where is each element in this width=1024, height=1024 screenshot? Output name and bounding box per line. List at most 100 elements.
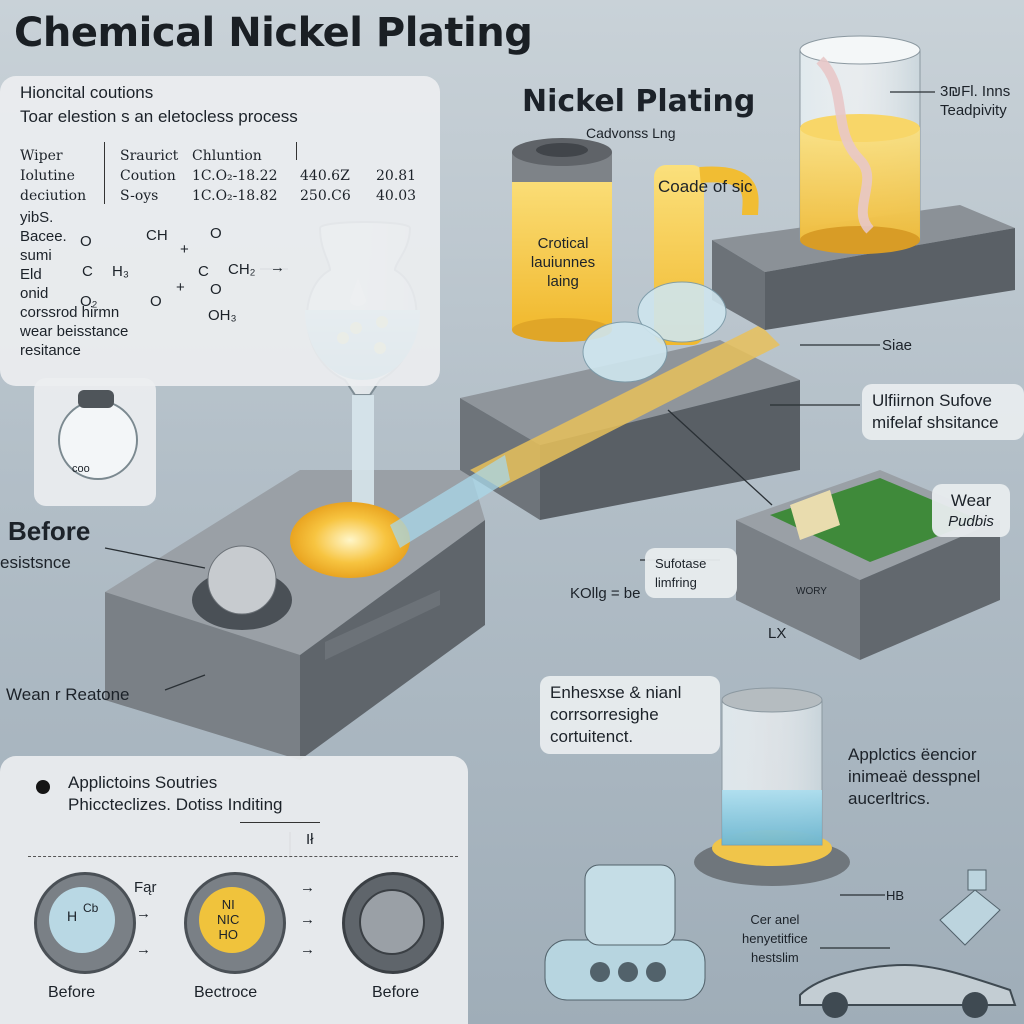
table-cell: 250.C6	[300, 188, 351, 204]
step2-glyph: HO	[218, 927, 238, 942]
enhance-callout: Enhesxse & nianl corrsorresighe cortuite…	[540, 676, 720, 754]
car-note: Cer anel henyetitfice hestslim	[742, 910, 808, 967]
pipe-label: Coade of sic	[658, 177, 753, 196]
apps-divider	[28, 856, 458, 857]
side-label: onid	[20, 285, 49, 302]
surface-line: limfring	[655, 575, 697, 590]
step2-glyph: NI	[221, 897, 235, 912]
plating-spot	[192, 455, 510, 630]
side-label: wear beisstance	[20, 323, 129, 340]
uniform-callout: Ulfiirnon Sufove mifelaf shsitance	[862, 384, 1024, 440]
apps-right-line: inimeaë desspnel	[848, 767, 981, 786]
hb-label: HB	[886, 888, 905, 903]
chem-glyph: C	[198, 263, 209, 280]
car-note-line: Cer anel	[750, 912, 800, 927]
center-subheading: Cadvonss Lng	[586, 125, 676, 141]
wear-line: Pudbis	[948, 513, 994, 530]
table-cell: 20.81	[376, 168, 417, 184]
enhance-line: cortuitenct.	[550, 727, 634, 746]
arrow-right-icon: →	[136, 941, 151, 958]
apps-right-line: aucerltrics.	[848, 789, 931, 808]
drum-label-line: lauiunnes	[530, 254, 596, 271]
side-label: Bacee.	[20, 228, 67, 245]
step2-fill	[199, 887, 265, 953]
step1-glyph: Cb	[83, 901, 99, 915]
pcb-text: WORY	[796, 586, 827, 597]
step3-fill	[359, 889, 425, 955]
uniform-line: Ulfiirnon Sufove	[872, 391, 993, 410]
table-cell: Coution	[120, 168, 176, 184]
apps-line-1: Applictoins Soutries	[68, 773, 218, 792]
machine	[544, 864, 706, 1001]
sample-text: coo	[72, 463, 90, 475]
side-label: sumi	[20, 247, 52, 264]
step1-fill	[49, 887, 115, 953]
small-blue-beaker	[694, 687, 850, 886]
arrow-right-icon: →	[300, 911, 315, 928]
tank-note: 3₪Fl. Inns Teadpivity	[940, 82, 1010, 120]
enhance-line: Enhesxse & nianl	[550, 683, 682, 702]
step2-ring-icon: NI NIC HO	[184, 872, 286, 974]
uniform-line: mifelaf shsitance	[872, 413, 999, 432]
chem-glyph: O	[80, 233, 92, 250]
step-caption: Bectroce	[194, 984, 258, 1001]
side-labels: yibS. Bacee. sumi Eld onid corssrod hirm…	[20, 208, 128, 360]
table-cell: S-oys	[120, 188, 159, 204]
sample-bubble: coo	[34, 378, 156, 506]
center-heading: Nickel Plating	[522, 84, 756, 119]
surface-callout: Sufotase limfring	[645, 548, 737, 598]
side-label: Eld	[20, 266, 42, 283]
table-cell: Iolutine	[20, 168, 75, 184]
chem-glyph: H₃	[112, 263, 129, 280]
chem-glyph: CH₂	[228, 261, 256, 278]
wear-callout: Wear Pudbis	[932, 484, 1010, 537]
before-sub-label: esistsnce	[0, 553, 71, 572]
sample-cap-icon	[78, 390, 114, 408]
step1-ring-icon: H Cb	[34, 872, 136, 974]
drum-label-line: laing	[547, 273, 579, 290]
table-divider	[104, 142, 105, 204]
arrow-right-icon: →	[300, 879, 315, 896]
table-divider	[296, 142, 297, 160]
car-outline	[799, 963, 1017, 1018]
apps-right: Applctics ëencior inimeaë desspnel aucer…	[848, 744, 980, 810]
apps-right-line: Applctics ëencior	[848, 745, 977, 764]
table-cell: Sraurict	[120, 148, 179, 164]
step3-ring-icon	[342, 872, 444, 974]
kollg-label: KOllg = be	[570, 585, 641, 602]
lx-label: LX	[768, 625, 787, 642]
info-panel	[0, 76, 440, 386]
before-label: Before	[8, 516, 91, 546]
info-table: Wiper Sraurict Chluntion Iolutine Coutio…	[20, 142, 440, 208]
chem-glyph: CH	[146, 227, 168, 244]
sample-flask-icon	[58, 400, 138, 480]
chem-glyph: C	[82, 263, 93, 280]
drum-label-line: Crotical	[537, 235, 589, 252]
step2-glyphs: NI NIC HO	[217, 897, 239, 942]
enhance-line: corrsorresighe	[550, 705, 659, 724]
chem-glyph: O₂	[80, 293, 98, 310]
car-note-line: hestslim	[751, 950, 799, 965]
info-line-2: Toar elestion s an eletocless process	[20, 107, 298, 126]
surface-line: Sufotase	[655, 556, 707, 571]
page-title: Chemical Nickel Plating	[14, 10, 533, 56]
table-cell: 40.03	[376, 188, 417, 204]
table-cell: Chluntion	[192, 148, 262, 164]
tank-note-line: 3₪Fl. Inns	[940, 83, 1011, 100]
tank-note-line: Teadpivity	[940, 102, 1007, 119]
car-note-line: henyetitfice	[742, 931, 808, 946]
step2-glyph: NIC	[217, 912, 240, 927]
arrow-right-icon: →	[136, 905, 151, 922]
big-glass-tank	[799, 35, 921, 254]
arrow-right-icon: →	[300, 941, 315, 958]
table-cell: deciution	[20, 188, 87, 204]
info-line-1: Hioncital coutions	[20, 83, 154, 102]
table-cell: 440.6Z	[300, 168, 350, 184]
step-caption: Before	[48, 984, 96, 1001]
side-label: corssrod hirmn	[20, 304, 120, 321]
table-cell: Wiper	[20, 148, 63, 164]
apps-line-2: Phiccteclizes. Dotiss Inditing	[68, 795, 283, 814]
yellow-drum	[512, 138, 612, 342]
chem-glyph: OH₃	[208, 307, 237, 324]
